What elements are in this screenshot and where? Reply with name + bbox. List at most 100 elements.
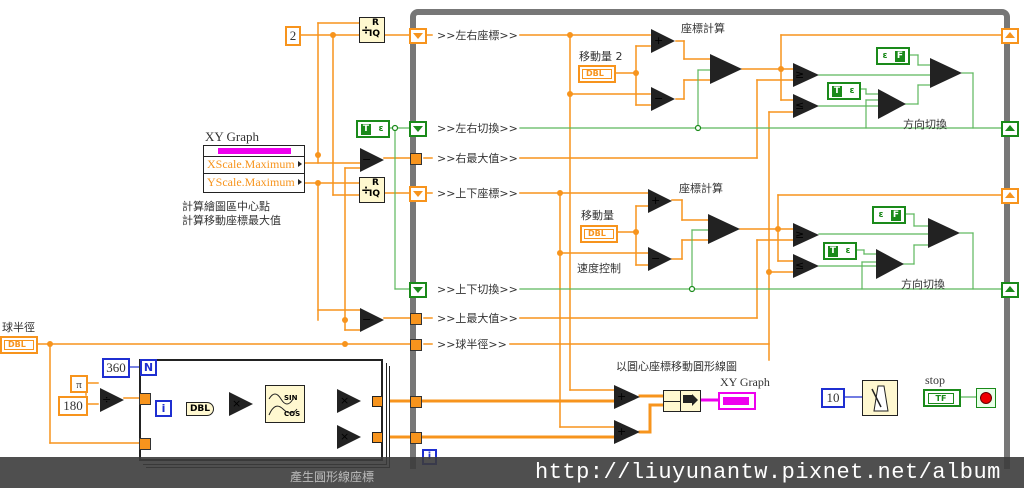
ge-node-x[interactable]: [793, 63, 819, 87]
shift-register-lr-switch-right: [1001, 121, 1019, 137]
multiply-node-angle[interactable]: [229, 392, 253, 416]
arrow-head-icon: [692, 394, 698, 406]
select-node-x[interactable]: [710, 54, 742, 84]
watermark-text: http://liuyunantw.pixnet.net/album: [535, 460, 1001, 485]
ball-radius-control[interactable]: DBL: [0, 336, 38, 354]
sr-label-right-max: >>右最大值>>: [437, 152, 518, 165]
multiply-symbol: ×: [232, 397, 242, 410]
divide-symbol: ÷: [361, 183, 372, 197]
toggle-glyph-icon: ε: [849, 85, 855, 96]
subtract-symbol: −: [362, 153, 372, 166]
move-amount-2-label: 移動量 2: [579, 50, 623, 63]
move-amount-control[interactable]: DBL: [580, 225, 618, 243]
for-input-tunnel-angle: [139, 393, 151, 405]
le-symbol: ≤: [795, 99, 805, 112]
subtract-node-x2[interactable]: [651, 87, 675, 111]
array-wires: [381, 394, 666, 439]
wait-ms-constant[interactable]: 10: [821, 388, 845, 408]
sr-label-lr-coord: >>左右座標>>: [437, 29, 518, 42]
watermark-bar: [0, 457, 1024, 488]
true-glyph: T: [361, 123, 371, 135]
quotient-label: IQ: [369, 189, 380, 199]
select-node-x-switch1[interactable]: [878, 89, 906, 119]
subtract-symbol: −: [654, 92, 664, 105]
subtract-node-y2[interactable]: [648, 247, 672, 271]
select-node-y[interactable]: [708, 214, 740, 244]
subtract-symbol: −: [651, 252, 661, 265]
bundle-node[interactable]: [663, 390, 701, 412]
property-xscale-max[interactable]: XScale.Maximum: [207, 157, 295, 171]
add-node-y[interactable]: [648, 189, 672, 213]
add-node-cx[interactable]: [614, 385, 640, 409]
toggle-glyph-icon: ε: [878, 209, 884, 220]
select-node-x-switch2[interactable]: [930, 58, 962, 88]
shift-register-ud-coord-left: [409, 186, 427, 202]
arrow-right-icon: [298, 179, 302, 185]
divisor-constant[interactable]: 2: [285, 26, 301, 46]
property-node-header: [204, 146, 304, 157]
sine-cosine-node[interactable]: SIN COS: [265, 385, 305, 423]
dbl-type-label: DBL: [584, 229, 614, 239]
select-node-y-switch2[interactable]: [928, 218, 960, 248]
xy-graph-property-node[interactable]: XScale.Maximum YScale.Maximum: [203, 145, 305, 193]
property-yscale-max[interactable]: YScale.Maximum: [207, 175, 295, 189]
ge-symbol: ≥: [795, 68, 805, 81]
ge-node-y[interactable]: [793, 223, 819, 247]
comment-gen-circle: 產生圓形線座標: [290, 470, 375, 484]
shift-register-lr-coord-left: [409, 28, 427, 44]
xy-graph-terminal-label: XY Graph: [720, 375, 770, 389]
true-glyph: T: [832, 85, 842, 97]
to-double-node[interactable]: DBL: [186, 402, 214, 416]
ge-symbol: ≥: [795, 228, 805, 241]
ball-radius-label: 球半徑: [2, 321, 35, 334]
xy-graph-terminal[interactable]: [718, 392, 756, 410]
add-symbol: +: [651, 194, 661, 207]
toggle-glyph-icon: ε: [845, 245, 851, 256]
add-symbol: +: [617, 390, 627, 403]
for-input-tunnel-radius: [139, 438, 151, 450]
pi-constant[interactable]: π: [70, 375, 88, 393]
subtract-node-y[interactable]: [360, 308, 384, 332]
stop-button-terminal[interactable]: TF: [923, 389, 961, 407]
false-glyph: F: [891, 209, 901, 221]
degrees-constant[interactable]: 180: [58, 396, 88, 416]
move-amount-2-control[interactable]: DBL: [578, 65, 616, 83]
multiply-symbol: ×: [340, 394, 350, 407]
quotient-remainder-node-top[interactable]: ÷ R IQ: [359, 17, 385, 43]
move-amount-label: 移動量: [581, 209, 614, 222]
loop-count-constant[interactable]: 360: [102, 358, 130, 378]
le-node-x[interactable]: [793, 94, 819, 118]
sine-wave-icon: [268, 393, 298, 416]
shift-register-lr-coord-right: [1001, 28, 1019, 44]
subtract-node-x[interactable]: [360, 148, 384, 172]
loop-condition-terminal[interactable]: [976, 388, 996, 408]
shift-register-ud-coord-right: [1001, 188, 1019, 204]
multiply-node-x[interactable]: [337, 389, 361, 413]
quotient-remainder-node-bottom[interactable]: ÷ R IQ: [359, 177, 385, 203]
wire-junctions: [47, 32, 784, 446]
remainder-label: R: [372, 178, 379, 188]
true-glyph: T: [828, 245, 838, 257]
select-node-y-switch1[interactable]: [876, 249, 904, 279]
le-node-y[interactable]: [793, 254, 819, 278]
add-symbol: +: [654, 34, 664, 47]
shift-register-lr-switch-left: [409, 121, 427, 137]
divide-symbol: ÷: [361, 23, 372, 37]
comment-coord-calc-top: 座標計算: [681, 22, 725, 35]
add-node-cy[interactable]: [614, 420, 640, 444]
add-node-x[interactable]: [651, 29, 675, 53]
tunnel-y-array: [410, 432, 422, 444]
indexing-tunnel-x: [372, 396, 383, 407]
wait-ms-node[interactable]: [862, 380, 898, 416]
comment-speed-control: 速度控制: [577, 262, 621, 275]
divide-node[interactable]: [100, 388, 124, 412]
iteration-terminal: i: [155, 400, 172, 417]
property-node-title: XY Graph: [205, 129, 260, 144]
toggle-glyph-icon: ε: [882, 50, 888, 61]
multiply-node-y[interactable]: [337, 425, 361, 449]
